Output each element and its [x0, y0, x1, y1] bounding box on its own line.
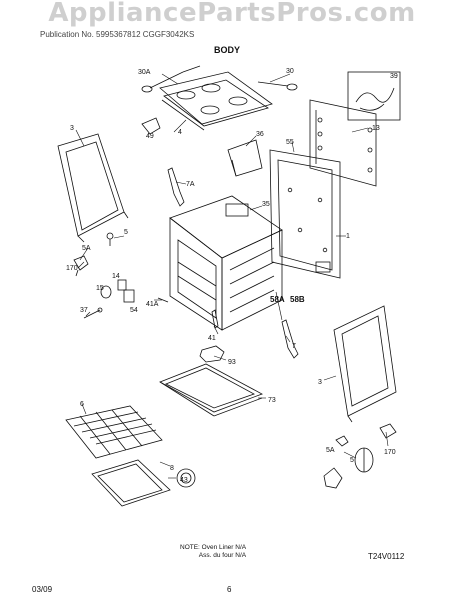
callout-5: 5: [124, 229, 128, 236]
oven-body-cavity: [169, 195, 283, 331]
callout-15: 15: [96, 285, 104, 292]
publication-header: Publication No. 5995367812 CGGF3042KS: [40, 30, 195, 39]
callout-13: 13: [372, 125, 380, 132]
left-side-panel: [57, 133, 129, 243]
callout-7: 7: [292, 343, 296, 350]
rear-frame: [269, 149, 341, 279]
pin-37: [83, 307, 103, 319]
callout-3-right: 3: [318, 379, 322, 386]
broiler-pan: [91, 459, 171, 507]
callout-3-left: 3: [70, 125, 74, 132]
note-line-2: Ass. du four N/A: [198, 552, 247, 559]
vent-duct: [227, 139, 263, 177]
back-panel: [309, 99, 377, 187]
callout-30A: 30A: [138, 69, 151, 76]
leveling-leg-5A: [73, 255, 89, 277]
screw-5: [106, 232, 114, 246]
burner-49: [141, 117, 161, 135]
wire-harness-box: [347, 71, 401, 121]
leg-5-right: [354, 447, 374, 473]
bracket-41: [211, 309, 219, 329]
switch-54: [123, 289, 135, 303]
burner-top-panel: [159, 71, 273, 131]
callout-5A-right: 5A: [326, 447, 335, 454]
leader-lines: [75, 73, 389, 479]
watermark: AppliancePartsPros.com: [48, 0, 416, 28]
callout-170-right: 170: [384, 449, 396, 456]
callout-54: 54: [130, 307, 138, 314]
part-93: [199, 345, 225, 363]
burner-cap-30A: [141, 65, 201, 93]
callout-36: 36: [256, 131, 264, 138]
callout-14: 14: [112, 273, 120, 280]
callout-labels: 30A 30 39 4 49 13 3 36 55 7A 35 1 5 5A 1…: [66, 68, 398, 484]
callout-58B: 58B: [290, 295, 305, 304]
callout-4: 4: [178, 129, 182, 136]
callout-170: 170: [66, 265, 78, 272]
callout-58A: 58A: [270, 295, 285, 304]
callout-37: 37: [80, 307, 88, 314]
note-line-1: NOTE: Oven Liner N/A: [180, 544, 247, 551]
knob-43: [176, 468, 196, 488]
bracket-7A: [167, 167, 185, 207]
callout-43: 43: [180, 477, 188, 484]
callout-1: 1: [346, 233, 350, 240]
burner-cap-30: [257, 81, 298, 91]
footer-date: 03/09: [32, 585, 53, 594]
callout-41A: 41A: [146, 301, 159, 308]
callout-5A: 5A: [82, 245, 91, 252]
callout-39: 39: [390, 73, 398, 80]
leveling-leg-right: [323, 435, 349, 489]
section-title: BODY: [214, 45, 241, 55]
broiler-drawer-bottom: [159, 363, 263, 417]
switch-14: [117, 279, 127, 291]
note: NOTE: Oven Liner N/A Ass. du four N/A: [180, 544, 246, 560]
callout-41: 41: [208, 335, 216, 342]
callout-7A: 7A: [186, 181, 195, 188]
callout-8: 8: [170, 465, 174, 472]
switch-15: [100, 285, 112, 299]
callout-5-right: 5: [350, 457, 354, 464]
callout-73: 73: [268, 397, 276, 404]
page-number: 6: [227, 585, 232, 594]
bracket-41A: [157, 297, 169, 303]
callout-30: 30: [286, 68, 294, 75]
right-side-panel: [333, 305, 397, 423]
callout-49: 49: [146, 133, 154, 140]
callout-55: 55: [286, 139, 294, 146]
bracket-58: [281, 319, 299, 359]
drawing-code: T24V0112: [368, 552, 405, 561]
callout-35: 35: [262, 201, 270, 208]
oven-rack: [65, 405, 163, 459]
bracket-170-right: [379, 423, 397, 439]
callout-6: 6: [80, 401, 84, 408]
callout-93: 93: [228, 359, 236, 366]
